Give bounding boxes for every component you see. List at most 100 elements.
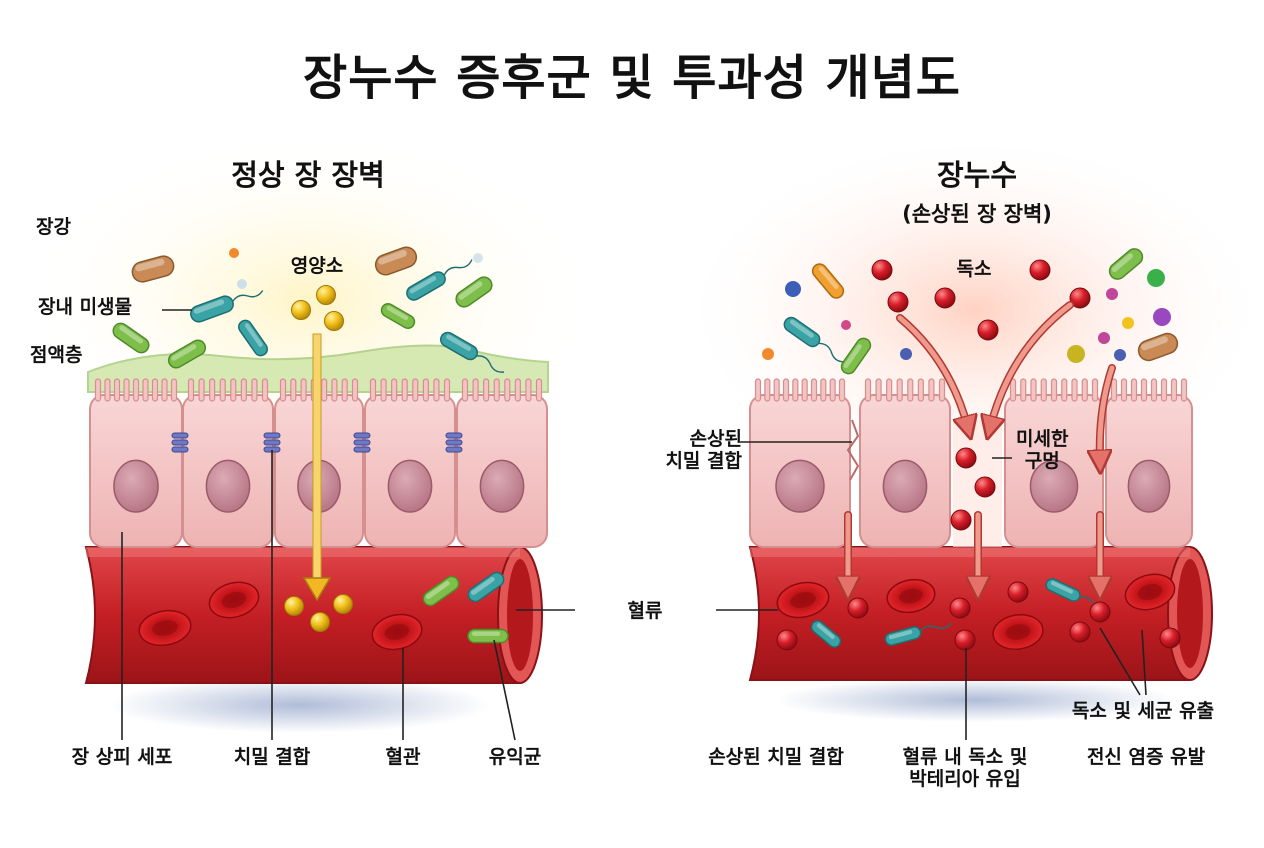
tight-junction-protein xyxy=(445,432,463,439)
bacterium-body xyxy=(131,255,175,283)
tight-junction-protein xyxy=(353,446,371,453)
nucleus xyxy=(1127,459,1171,513)
microvillus xyxy=(917,378,924,402)
microvillus xyxy=(170,378,178,402)
bacterium xyxy=(1108,248,1144,280)
microvillus xyxy=(433,378,440,402)
particle xyxy=(1114,349,1126,361)
microvillus xyxy=(279,378,287,402)
microvillus xyxy=(142,378,149,402)
bacterium-shine xyxy=(386,305,409,321)
microvillus xyxy=(1071,378,1078,402)
microvillus xyxy=(161,378,168,402)
label-systemic-inflammation: 전신 염증 유발 xyxy=(1086,746,1206,768)
vessel-highlight xyxy=(750,547,1190,557)
nutrient-particle xyxy=(316,285,336,305)
nucleus xyxy=(479,459,525,513)
bacterium-shine xyxy=(1141,336,1168,351)
nutrient-particle xyxy=(324,311,344,331)
epithelial-cell xyxy=(1004,378,1104,548)
bacterium-shine xyxy=(790,319,814,338)
tight-junction-protein xyxy=(263,439,281,446)
microvillus xyxy=(493,378,500,402)
bacterium-shine xyxy=(1111,253,1133,273)
microvillus xyxy=(820,378,827,402)
particle xyxy=(1067,345,1085,363)
microvillus xyxy=(1140,378,1148,402)
label-damaged-tight-junction: 손상된 치밀 결합 xyxy=(665,428,742,473)
rbc-center xyxy=(1005,624,1031,640)
nutrient-arrow-head xyxy=(302,577,332,602)
label-epithelial-cell: 장 상피 세포 xyxy=(71,746,173,768)
bacterium-shine xyxy=(425,580,450,599)
bacterium-body xyxy=(422,575,460,607)
flagellum xyxy=(232,290,264,302)
tight-junction-protein xyxy=(445,439,463,446)
nutrient-arrow-shaft xyxy=(312,333,322,581)
flagellum xyxy=(443,259,473,276)
bacterium xyxy=(190,290,264,323)
toxin-particle xyxy=(954,629,976,651)
microvillus xyxy=(240,378,247,402)
rbc-center xyxy=(1137,583,1163,601)
microvillus xyxy=(300,378,307,402)
label-mucus-layer: 점액층 xyxy=(30,344,83,366)
bacterium xyxy=(238,319,268,357)
toxin-particle xyxy=(950,509,972,531)
microvillus xyxy=(321,378,328,402)
bacterium xyxy=(455,276,493,308)
microvillus xyxy=(341,378,348,402)
rbc-center xyxy=(152,620,178,636)
particle xyxy=(1106,288,1118,300)
bacterium xyxy=(406,259,473,301)
particle xyxy=(785,281,801,297)
nutrient-particle xyxy=(333,594,353,614)
normal-panel-heading: 정상 장 장벽 xyxy=(231,158,385,192)
microvillus xyxy=(1040,378,1047,402)
bacterium xyxy=(811,263,845,299)
particle xyxy=(229,248,239,258)
bacterium-body xyxy=(467,571,505,603)
toxin-particle xyxy=(887,291,909,313)
microvillus xyxy=(261,378,269,402)
microvillus xyxy=(230,378,237,402)
tight-junction-protein xyxy=(171,432,189,439)
flagellum xyxy=(476,355,505,373)
bacterium xyxy=(467,571,505,603)
bacterium xyxy=(783,316,845,363)
bacterium-body xyxy=(467,628,509,644)
microvillus xyxy=(1081,378,1088,402)
bacterium-shine xyxy=(888,629,913,640)
toxin-particle xyxy=(1029,259,1051,281)
microvillus xyxy=(792,378,799,402)
microvillus xyxy=(472,378,479,402)
microvillus xyxy=(331,378,338,402)
microvillus xyxy=(94,378,102,402)
vessel-shadow xyxy=(775,678,1175,722)
rbc-center xyxy=(790,592,816,608)
label-bloodstream-influx: 혈류 내 독소 및 박테리아 유입 xyxy=(902,746,1028,791)
toxin-particle xyxy=(1159,627,1181,649)
tight-junction-protein xyxy=(353,432,371,439)
microvillus xyxy=(773,378,780,402)
red-blood-cell xyxy=(886,578,936,614)
bacterium-body xyxy=(374,246,418,276)
microvillus xyxy=(896,378,903,402)
microvillus xyxy=(219,378,226,402)
bacterium xyxy=(467,628,509,644)
bacterium-shine xyxy=(378,249,407,265)
microvillus xyxy=(1120,378,1128,402)
bacterium-shine xyxy=(446,334,472,351)
nucleus xyxy=(205,459,251,513)
microvillus xyxy=(104,378,111,402)
label-damaged-junction-bottom: 손상된 치밀 결합 xyxy=(708,746,844,768)
bacterium-shine xyxy=(843,344,862,368)
normal-barrier-scene xyxy=(20,130,600,733)
nucleus xyxy=(775,459,825,513)
bacterium-body xyxy=(238,319,268,357)
leak-arrow xyxy=(1100,365,1115,462)
microvillus xyxy=(151,378,159,402)
microvillus xyxy=(907,378,914,402)
page-title: 장누수 증후군 및 투과성 개념도 xyxy=(303,50,961,106)
